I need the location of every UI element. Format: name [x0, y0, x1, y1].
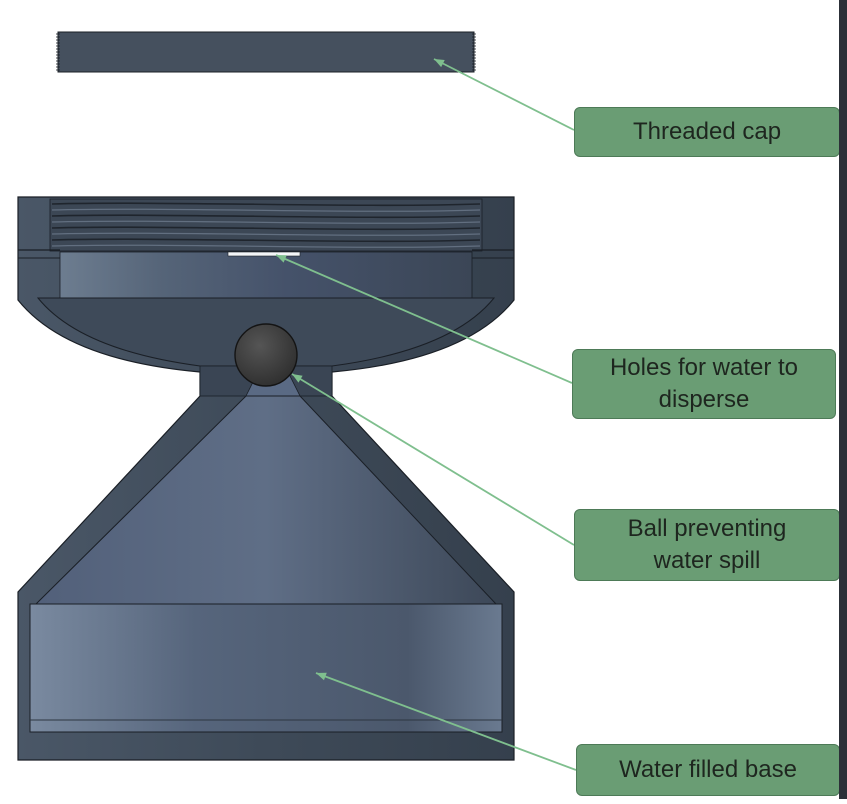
- leader-ball-arrowhead: [292, 374, 303, 383]
- leader-holes-arrowhead: [276, 255, 287, 263]
- leader-threaded-cap-arrowhead: [434, 59, 445, 68]
- leader-holes: [275, 254, 573, 384]
- callout-holes: Holes for water to disperse: [572, 349, 836, 419]
- upper-cavity: [59, 251, 473, 299]
- callout-base: Water filled base: [576, 744, 840, 796]
- leader-lines: [275, 58, 577, 771]
- neck-thread-line: [51, 214, 481, 219]
- neck-thread-line: [51, 226, 481, 231]
- neck-thread-line: [51, 238, 481, 243]
- callout-base-line-1: Water filled base: [619, 756, 797, 783]
- neck-thread-line: [51, 232, 481, 236]
- thread-region: [49, 198, 483, 252]
- neck-thread-line: [51, 208, 481, 212]
- callout-ball: Ball preventing water spill: [574, 509, 840, 581]
- neck-thread-line: [51, 202, 481, 207]
- callout-holes-line-1: Holes for water to: [609, 354, 799, 381]
- neck-thread-line: [51, 244, 481, 248]
- leader-base-arrowhead: [316, 672, 327, 681]
- ball-valve: [234, 323, 298, 387]
- main-body: [17, 196, 515, 761]
- callout-threaded-cap: Threaded cap: [574, 107, 840, 157]
- callout-threaded-cap-line-1: Threaded cap: [632, 118, 782, 145]
- threaded-cap-part: [56, 31, 476, 73]
- neck-thread-line: [51, 220, 481, 224]
- leader-base: [315, 672, 577, 771]
- callout-ball-line-2: water spill: [653, 547, 761, 574]
- cap-thread-edges: [56, 33, 476, 71]
- leader-threaded-cap: [433, 58, 575, 131]
- leader-ball: [291, 373, 575, 546]
- water-chamber: [29, 603, 503, 733]
- neck-thread-lines: [51, 202, 481, 248]
- callout-ball-line-1: Ball preventing: [627, 515, 787, 542]
- disperse-holes: [227, 251, 301, 257]
- callout-holes-line-2: disperse: [658, 386, 750, 413]
- right-edge-border: [839, 0, 847, 799]
